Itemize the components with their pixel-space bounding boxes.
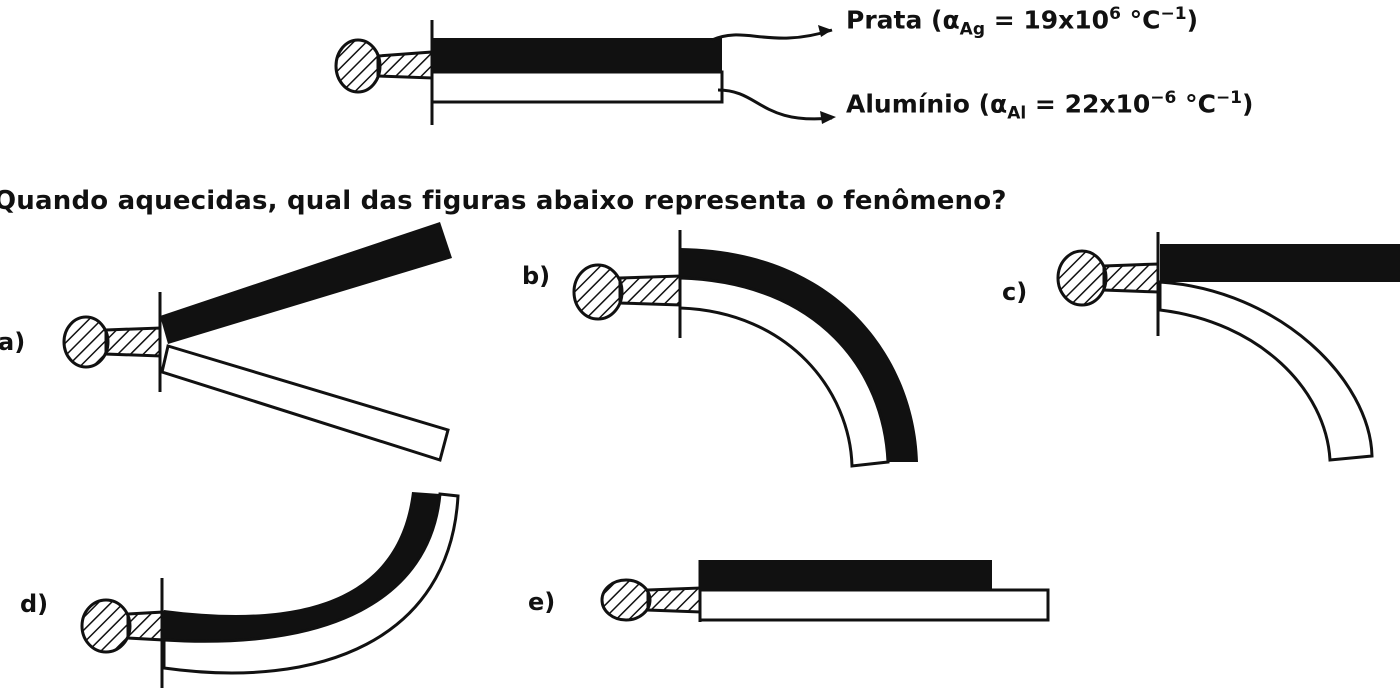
- aluminum-alpha: α: [990, 89, 1008, 119]
- silver-strip-c: [1160, 244, 1400, 282]
- aluminum-strip-c: [1158, 280, 1374, 462]
- option-b-label: b): [522, 262, 551, 290]
- aluminum-label: Alumínio (αAl = 22x10−6 °C−1): [846, 88, 1254, 124]
- option-c-figure: [1056, 232, 1400, 462]
- question-text: Quando aquecidas, qual das figuras abaix…: [0, 186, 1007, 216]
- aluminum-alpha-sub: Al: [1007, 103, 1027, 124]
- silver-name: Prata: [846, 5, 923, 35]
- handle-knob: [334, 38, 382, 94]
- option-b-figure: [572, 230, 918, 468]
- option-d-label: d): [20, 590, 49, 618]
- option-e-label: e): [528, 588, 556, 616]
- aluminum-strip-a: [160, 344, 450, 462]
- silver-alpha-sub: Ag: [959, 19, 985, 40]
- silver-strip: [432, 38, 722, 72]
- aluminum-alpha-value: = 22x10: [1034, 89, 1151, 119]
- silver-unit-exp: −1: [1160, 4, 1187, 24]
- silver-arrow: [711, 28, 833, 42]
- silver-alpha-value: = 19x10: [993, 5, 1110, 35]
- aluminum-strip-b: [678, 276, 890, 468]
- option-a-label: a): [0, 328, 26, 356]
- option-d-figure: [80, 492, 460, 688]
- silver-label: Prata (αAg = 19x106 °C−1): [846, 4, 1199, 40]
- option-a-figure: [62, 222, 452, 462]
- silver-strip-a: [160, 222, 452, 344]
- reference-strip: [334, 20, 836, 125]
- option-e-figure: [600, 560, 1050, 622]
- aluminum-name: Alumínio: [846, 89, 970, 119]
- silver-alpha: α: [942, 5, 960, 35]
- aluminum-strip: [430, 70, 724, 104]
- silver-alpha-exp: 6: [1109, 4, 1121, 24]
- aluminum-strip-e: [698, 588, 1050, 622]
- aluminum-arrow: [717, 88, 833, 121]
- option-c-label: c): [1002, 278, 1028, 306]
- aluminum-alpha-exp: −6: [1150, 88, 1177, 108]
- aluminum-unit-exp: −1: [1215, 88, 1243, 108]
- silver-strip-b: [680, 248, 918, 462]
- aluminum-unit: °C: [1185, 89, 1216, 119]
- silver-strip-e: [700, 560, 992, 590]
- silver-unit: °C: [1129, 5, 1161, 35]
- handle-stem: [376, 50, 434, 80]
- aluminum-strip-d: [162, 492, 460, 675]
